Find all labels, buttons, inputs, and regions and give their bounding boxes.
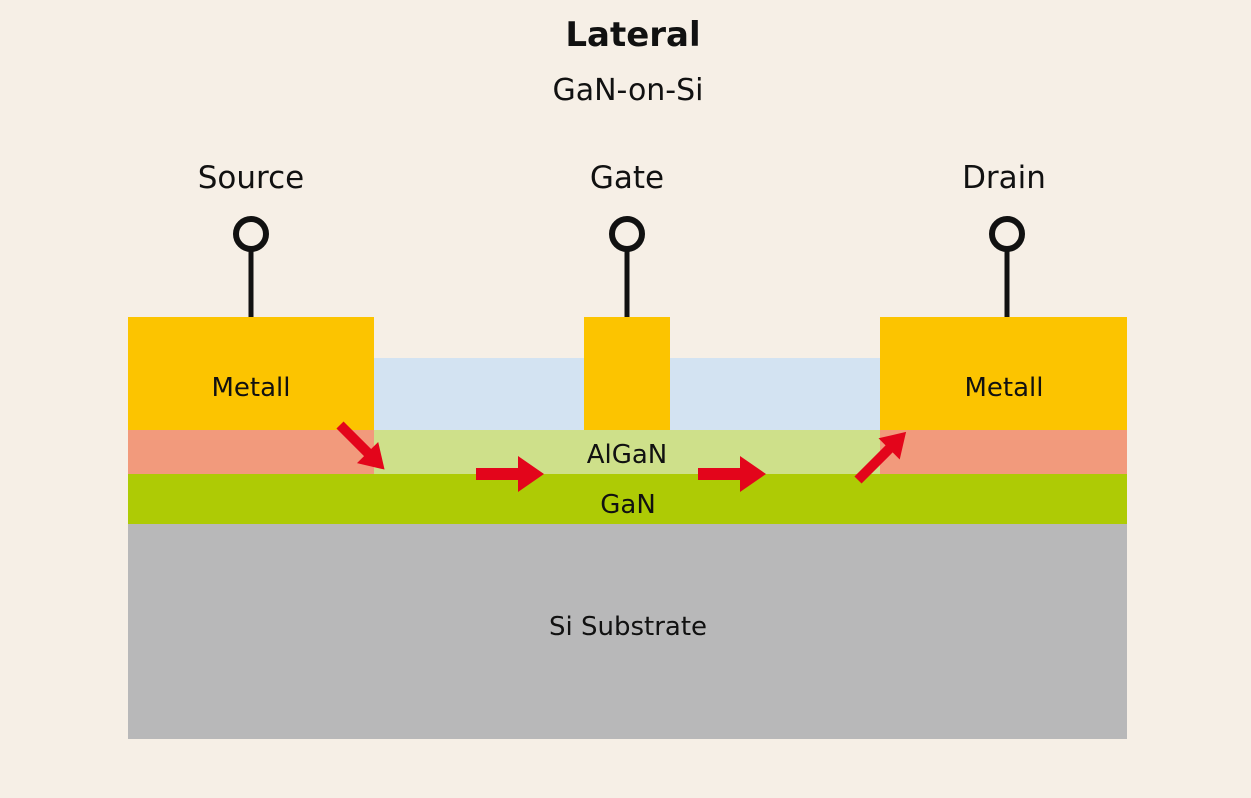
current-arrow-channel-2	[698, 456, 766, 492]
gate-label: Gate	[590, 160, 664, 196]
contact-region-right	[880, 430, 1127, 474]
current-arrow-drain-up	[854, 431, 907, 484]
gate-metal-contact	[584, 317, 670, 430]
diagram-title: Lateral	[565, 15, 700, 55]
source-label: Source	[198, 160, 304, 196]
contact-region-left	[128, 430, 374, 474]
current-arrow-source-down	[336, 421, 385, 470]
gate-terminal-icon	[609, 216, 645, 318]
algan-layer	[374, 430, 880, 474]
algan-label: AlGaN	[587, 440, 668, 470]
drain-label: Drain	[962, 160, 1046, 196]
gan-label: GaN	[600, 490, 656, 520]
diagram-subtitle: GaN-on-Si	[552, 73, 703, 108]
current-arrow-channel-1	[476, 456, 544, 492]
si-substrate-layer	[128, 524, 1127, 739]
metal-left-label: Metall	[211, 373, 290, 403]
source-terminal-icon	[233, 216, 269, 318]
si-substrate-label: Si Substrate	[549, 612, 707, 642]
metal-right-label: Metall	[964, 373, 1043, 403]
gan-layer	[128, 474, 1127, 524]
drain-terminal-icon	[989, 216, 1025, 318]
source-metal-contact	[128, 317, 374, 430]
drain-metal-contact	[880, 317, 1127, 430]
